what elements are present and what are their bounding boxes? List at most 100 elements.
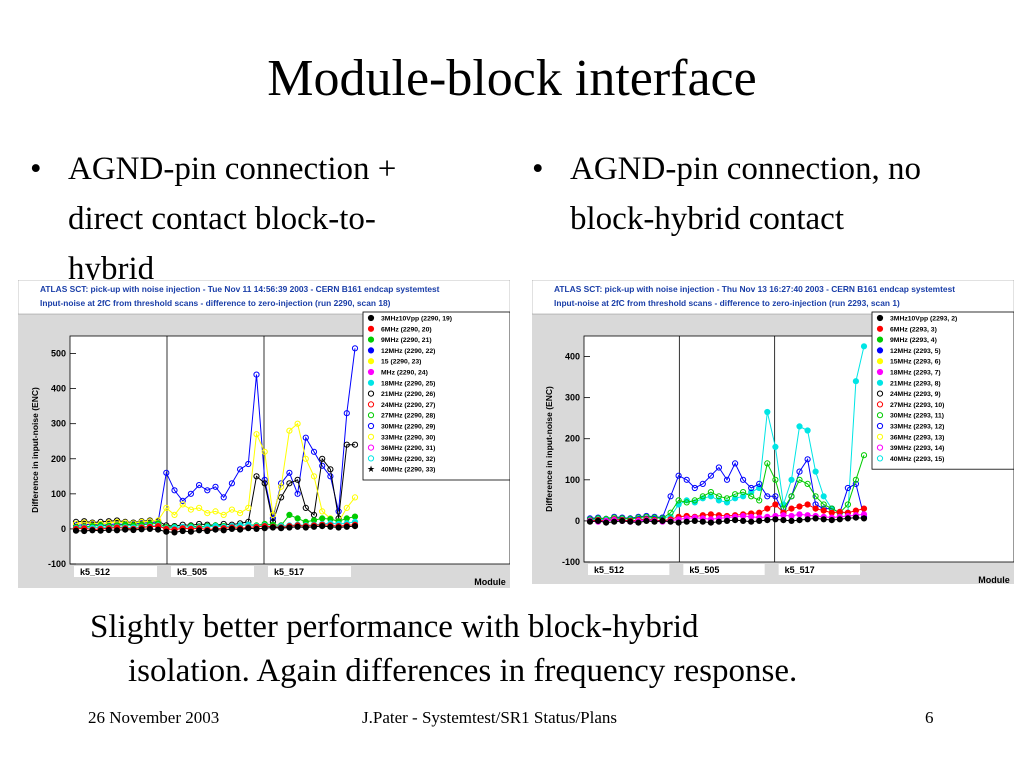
plot-left-svg: ATLAS SCT: pick-up with noise injection … [18,280,510,588]
legend-label: 15 (2290, 23) [381,359,421,366]
slide-title: Module-block interface [267,50,757,107]
legend-label: 6MHz (2293, 3) [890,326,937,333]
data-point [667,493,674,500]
legend-marker [876,455,884,462]
data-point [130,526,137,534]
data-point [699,480,706,487]
legend-marker [367,325,375,332]
data-point [723,476,731,483]
data-point [294,515,301,522]
data-point [302,524,309,531]
data-point [245,525,252,532]
y-axis-label: Difference in input-noise (ENC) [30,387,40,513]
data-point [788,517,795,524]
data-point [627,518,634,525]
legend-label: 12MHz (2290, 22) [381,348,435,355]
data-point [595,517,602,524]
data-point [675,519,682,526]
legend-label: 33MHz (2293, 12) [890,424,944,431]
data-point [707,489,714,496]
legend-label: 33MHz (2290, 30) [381,434,435,441]
data-point [772,516,779,523]
legend-label: 12MHz (2293, 5) [890,348,941,355]
data-point [780,517,787,524]
data-point [619,517,626,524]
legend-marker [876,390,884,397]
group-label: k5_517 [274,567,304,577]
y-axis-label: Difference in input-noise (ENC) [544,386,554,512]
bullet-left: • AGND-pin connection + direct contact b… [30,144,500,294]
data-point [351,345,359,352]
data-point [635,519,642,526]
data-point [844,501,851,508]
data-point [204,510,211,517]
data-point [253,371,260,378]
data-point [828,517,835,524]
group-label: k5_517 [785,565,815,575]
bullet-right-line-1: AGND-pin connection, no [570,151,922,187]
data-point [319,515,326,522]
plot-header-line: ATLAS SCT: pick-up with noise injection … [40,284,440,294]
bullet-right-line-2: block-hybrid contact [570,201,844,237]
data-point [261,448,268,455]
data-point [852,378,859,385]
data-point [212,483,219,490]
data-point [812,493,819,500]
data-point [163,528,170,535]
legend-marker [876,422,884,430]
data-point [97,527,104,534]
group-label-box [778,564,860,575]
data-point [788,505,795,512]
data-point [740,476,747,483]
data-point [764,408,771,416]
legend-label: 24MHz (2293, 9) [890,391,941,398]
data-point [804,480,811,487]
data-point [253,473,260,480]
legend-label: 6MHz (2290, 20) [381,326,432,333]
data-point [796,517,803,524]
data-point [667,509,674,516]
footer-center: J.Pater - Systemtest/SR1 Status/Plans [362,708,618,727]
legend-box [362,311,510,481]
data-point [302,504,309,511]
data-point [715,464,722,471]
data-point [740,517,747,524]
data-point [319,523,326,530]
data-point [707,511,714,518]
plot-right: ATLAS SCT: pick-up with noise injection … [532,280,1014,584]
y-tick-label: -100 [48,559,66,569]
data-point [675,497,682,504]
data-point [302,434,309,441]
data-point [343,504,350,511]
data-point [586,518,594,525]
data-point [327,473,334,480]
legend-label: 40MHz (2290, 33) [381,467,435,474]
data-point [772,443,779,450]
data-point [237,510,244,517]
y-tick-label: 300 [565,393,580,403]
data-point [294,476,301,483]
data-point [310,448,318,455]
data-point [138,526,145,533]
data-point [844,484,851,492]
legend-label: 9MHz (2293, 4) [890,337,937,344]
data-point [659,517,666,524]
bullet-left-line-1: AGND-pin connection + [68,151,397,187]
legend-box [871,311,1014,470]
data-point [796,511,803,518]
y-tick-label: 300 [51,419,66,429]
data-point [343,441,350,448]
data-point [261,480,268,487]
x-axis-label: Module [474,577,506,587]
data-point [820,507,827,514]
y-tick-label: 0 [575,516,580,526]
data-point [212,526,219,533]
bullet-dot: • [30,151,42,187]
data-point [343,523,350,530]
group-label-box [588,564,670,575]
data-point [812,505,819,512]
bullet-dot: • [532,151,544,187]
data-point [72,527,80,534]
data-point [122,526,129,533]
legend-marker [367,433,375,440]
